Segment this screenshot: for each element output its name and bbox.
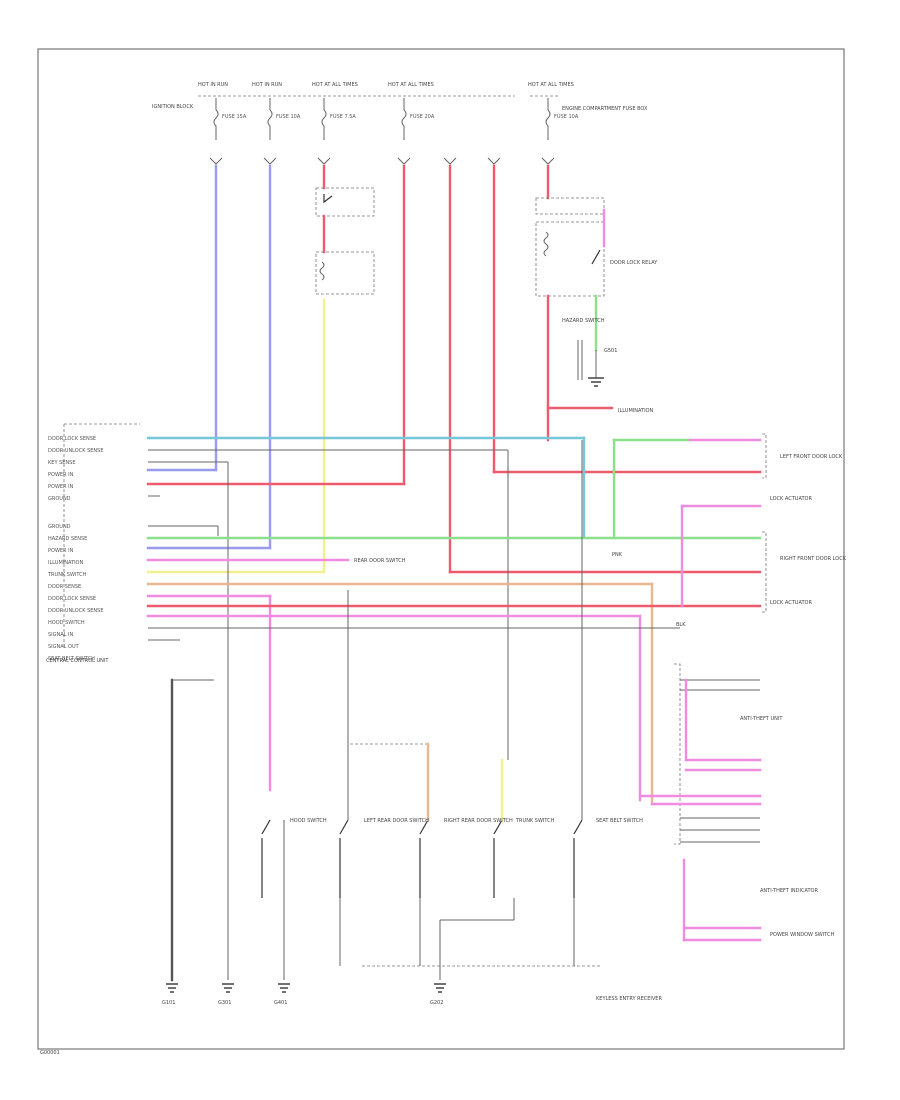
left-rear-door-label: LEFT REAR DOOR SWITCH xyxy=(364,818,429,824)
relay-box xyxy=(315,251,375,295)
relay-ground-symbol xyxy=(588,377,604,387)
seat-belt-switch-label: SEAT BELT SWITCH xyxy=(596,818,643,824)
fuse-name-4: FUSE 20A xyxy=(410,114,435,120)
engine-fuse-label: ENGINE COMPARTMENT FUSE BOX xyxy=(562,106,648,112)
svg-text:DOOR LOCK SENSE: DOOR LOCK SENSE xyxy=(48,596,96,602)
right-rear-door-label: RIGHT REAR DOOR SWITCH xyxy=(444,818,513,824)
fuse-name-5: FUSE 10A xyxy=(554,114,579,120)
svg-text:DOOR UNLOCK SENSE: DOOR UNLOCK SENSE xyxy=(48,608,104,614)
door-lock-relay-coil xyxy=(543,231,549,257)
trunk-switch-label: TRUNK SWITCH xyxy=(515,818,555,824)
ignition-block-label: IGNITION BLOCK xyxy=(152,104,194,110)
fuse-label-4: HOT AT ALL TIMES xyxy=(388,82,434,88)
illumination-label: ILLUMINATION xyxy=(618,408,653,414)
relay-small-box xyxy=(315,187,375,217)
fuse-label-2: HOT IN RUN xyxy=(252,82,282,88)
svg-text:DOOR LOCK SENSE: DOOR LOCK SENSE xyxy=(48,436,96,442)
svg-text:ILLUMINATION: ILLUMINATION xyxy=(48,560,83,566)
fuse-symbols xyxy=(213,98,551,140)
hood-switch-label: HOOD SWITCH xyxy=(290,818,327,824)
door-lock-relay-box xyxy=(535,221,605,297)
ground-center-label: G202 xyxy=(430,1000,443,1006)
fuse-name-2: FUSE 10A xyxy=(276,114,301,120)
diagram-frame xyxy=(37,48,845,1050)
keyless-entry-label: KEYLESS ENTRY RECEIVER xyxy=(596,996,662,1002)
svg-text:DOOR UNLOCK SENSE: DOOR UNLOCK SENSE xyxy=(48,448,104,454)
ground-b-label: G301 xyxy=(218,1000,231,1006)
ground-c-label: G401 xyxy=(274,1000,287,1006)
door-lock-relay-contact xyxy=(591,249,601,265)
svg-text:POWER IN: POWER IN xyxy=(48,472,74,478)
relay-coil xyxy=(319,261,325,281)
svg-text:KEY SENSE: KEY SENSE xyxy=(48,460,76,466)
svg-text:SEAT BELT SWITCH: SEAT BELT SWITCH xyxy=(48,656,95,662)
relay-small-contact xyxy=(323,194,333,204)
left-lock-actuator-label: LOCK ACTUATOR xyxy=(770,496,812,502)
svg-text:SIGNAL OUT: SIGNAL OUT xyxy=(48,644,80,650)
door-lock-relay-label: DOOR LOCK RELAY xyxy=(610,260,658,266)
relay-ground-label: G501 xyxy=(604,348,617,354)
central-unit-boundary xyxy=(63,423,140,648)
hazard-switch-symbol xyxy=(577,340,583,380)
svg-text:TRUNK SWITCH: TRUNK SWITCH xyxy=(47,572,87,578)
fuse-name-1: FUSE 15A xyxy=(222,114,247,120)
left-front-door-bracket xyxy=(762,433,767,479)
ground-symbols xyxy=(166,983,446,993)
power-window-label: POWER WINDOW SWITCH xyxy=(770,932,834,938)
ground-left-label: G101 xyxy=(162,1000,175,1006)
svg-text:DOOR SENSE: DOOR SENSE xyxy=(48,584,81,590)
anti-theft-boundary xyxy=(674,663,681,845)
fuse-label-3: HOT AT ALL TIMES xyxy=(312,82,358,88)
diagram-code: G00001 xyxy=(40,1050,60,1056)
fuse-name-3: FUSE 7.5A xyxy=(330,114,356,120)
svg-text:POWER IN: POWER IN xyxy=(48,484,74,490)
right-lock-actuator-label: LOCK ACTUATOR xyxy=(770,600,812,606)
svg-text:POWER IN: POWER IN xyxy=(48,548,74,554)
svg-text:GROUND: GROUND xyxy=(48,496,71,502)
svg-text:HOOD SWITCH: HOOD SWITCH xyxy=(48,620,85,626)
svg-text:SIGNAL IN: SIGNAL IN xyxy=(48,632,74,638)
wire-code-pink: PNK xyxy=(612,552,623,558)
door-switches xyxy=(261,819,583,898)
right-front-door-label: RIGHT FRONT DOOR LOCK xyxy=(780,556,847,562)
right-front-door-bracket xyxy=(762,531,767,613)
anti-theft-label: ANTI-THEFT UNIT xyxy=(740,716,783,722)
svg-text:HAZARD SENSE: HAZARD SENSE xyxy=(48,536,87,542)
connector-ticks-top xyxy=(209,157,555,165)
hazard-switch-label: HAZARD SWITCH xyxy=(562,318,605,324)
fuse-label-1: HOT IN RUN xyxy=(198,82,228,88)
rear-switch-label: REAR DOOR SWITCH xyxy=(354,558,406,564)
wire-code-blk: BLK xyxy=(676,622,686,628)
relay-upper-box xyxy=(535,197,605,215)
central-unit-label: CENTRAL CONTROL UNIT xyxy=(46,658,109,664)
antitheft-indicator-label: ANTI-THEFT INDICATOR xyxy=(760,888,818,894)
svg-text:GROUND: GROUND xyxy=(48,524,71,530)
fuse-label-5: HOT AT ALL TIMES xyxy=(528,82,574,88)
central-unit-pins: DOOR LOCK SENSE DOOR UNLOCK SENSE KEY SE… xyxy=(47,436,104,662)
left-front-door-label: LEFT FRONT DOOR LOCK xyxy=(780,454,843,460)
